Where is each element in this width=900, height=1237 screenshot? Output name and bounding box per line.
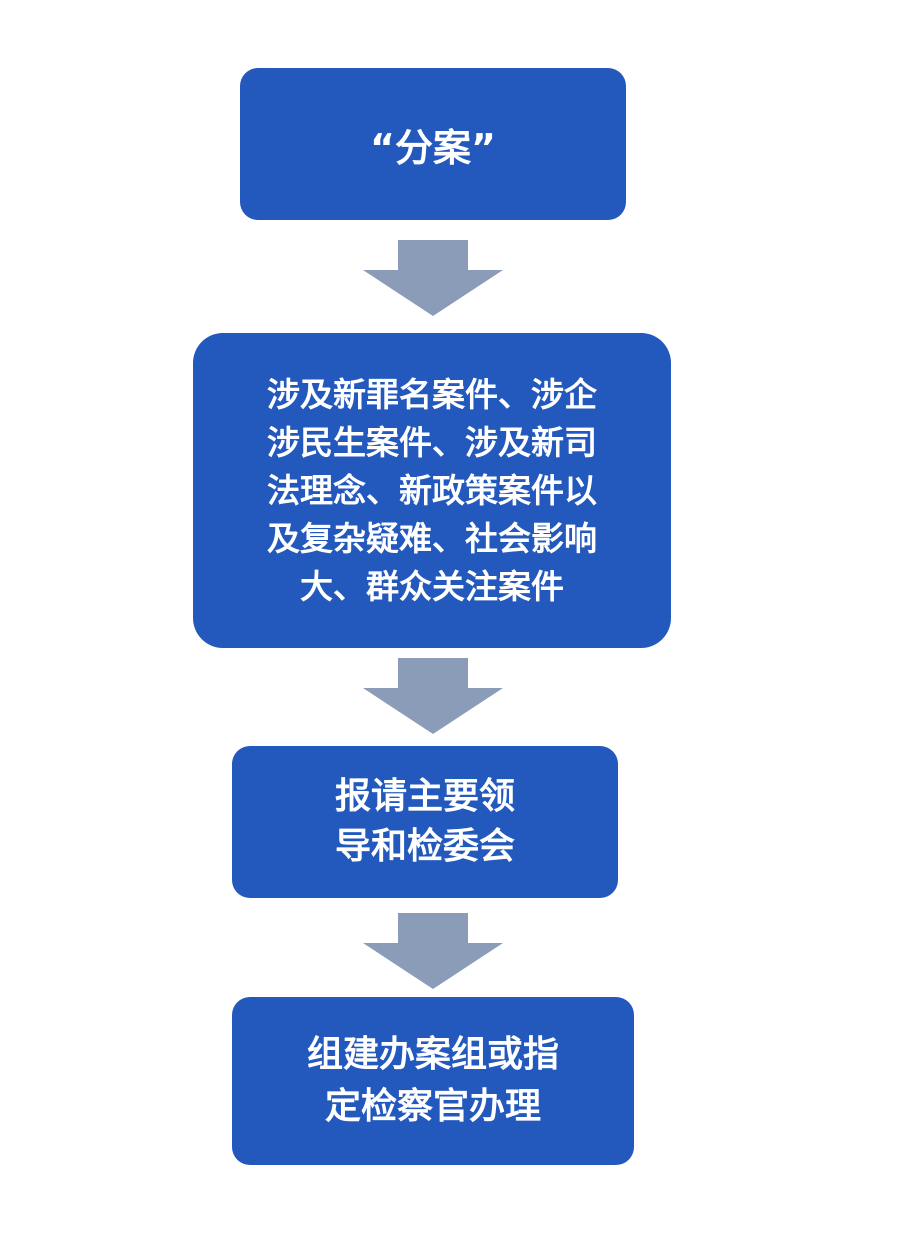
flow-step-text-line: 定检察官办理 xyxy=(324,1086,541,1127)
flow-step-text-line: 组建办案组或指 xyxy=(306,1034,559,1075)
down-arrow-icon xyxy=(363,913,503,989)
flow-step-text-line: 报请主要领 xyxy=(334,776,515,817)
down-arrow-icon xyxy=(363,658,503,734)
flow-step-form-team: 组建办案组或指 定检察官办理 xyxy=(232,997,634,1165)
flow-step-fen-an: “分案” xyxy=(240,68,626,220)
flow-step-case-types: 涉及新罪名案件、涉企 涉民生案件、涉及新司 法理念、新政策案件以 及复杂疑难、社… xyxy=(193,333,671,648)
flow-step-text-line: 及复杂疑难、社会影响 xyxy=(267,518,597,558)
flow-step-text-line: 法理念、新政策案件以 xyxy=(267,470,597,510)
flow-step-text-line: 导和检委会 xyxy=(334,826,515,867)
flow-step-text-line: 涉民生案件、涉及新司 xyxy=(267,422,597,462)
flow-step-report-leaders: 报请主要领 导和检委会 xyxy=(232,746,618,898)
flow-step-text-line: 涉及新罪名案件、涉企 xyxy=(267,374,597,414)
down-arrow-icon xyxy=(363,240,503,316)
flow-step-text-line: “分案” xyxy=(370,125,496,170)
flow-step-text-line: 大、群众关注案件 xyxy=(300,566,564,606)
